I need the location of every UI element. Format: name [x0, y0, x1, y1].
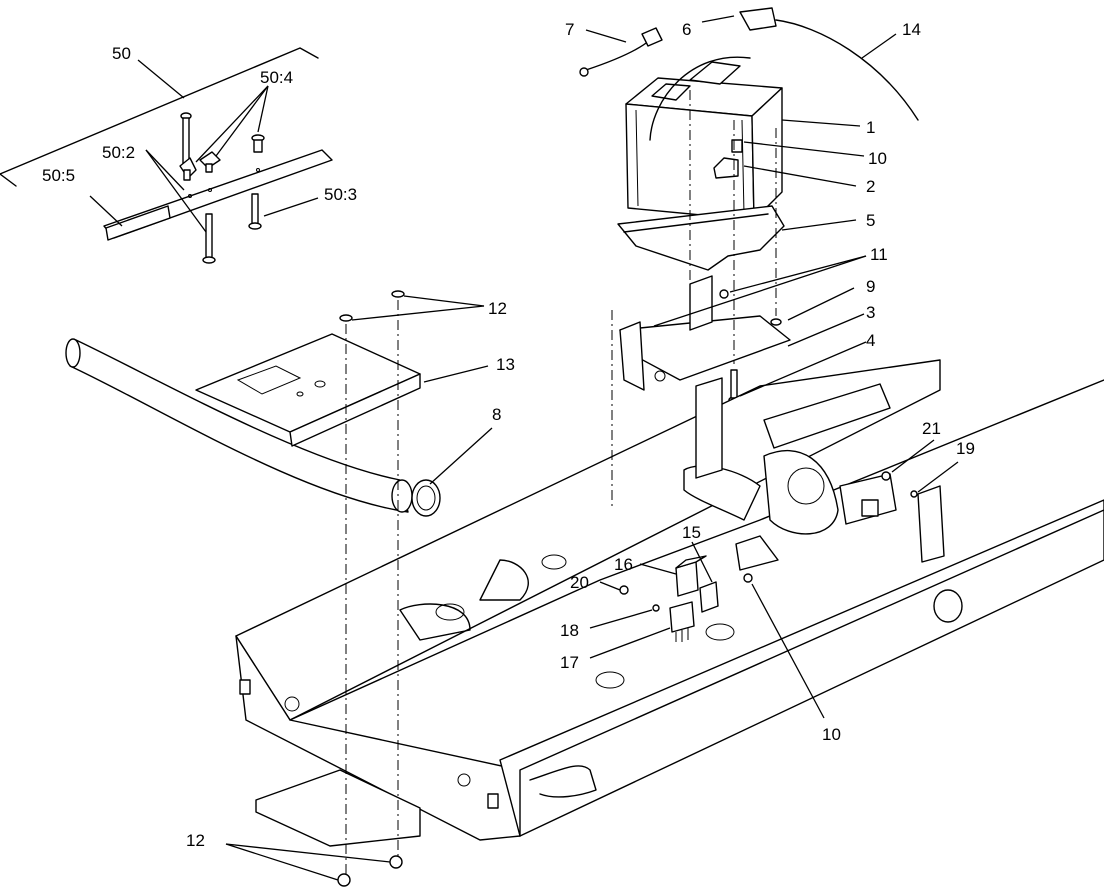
callout-14: 13 [496, 355, 515, 374]
callout-50-5: 50:5 [42, 166, 75, 185]
callout-19: 18 [560, 621, 579, 640]
hex-nuts-12 [337, 855, 403, 887]
callout-50-3: 50:3 [324, 185, 357, 204]
callout-10-top: 10 [868, 149, 887, 168]
battery-cable-negative [739, 7, 919, 121]
callout-3: 3 [866, 303, 875, 322]
battery-cable-positive [579, 27, 663, 77]
washer-nut-top [251, 134, 265, 153]
callout-labels: 50 50:4 50:2 50:5 50:3 7 6 14 1 10 2 5 1… [42, 20, 975, 850]
callout-4: 4 [866, 331, 875, 350]
callout-9: 9 [866, 277, 875, 296]
callout-21: 20 [570, 573, 589, 592]
callout-50: 50 [112, 44, 131, 63]
callout-2: 2 [866, 177, 875, 196]
battery-tray [617, 205, 785, 271]
callout-11: 11 [870, 245, 888, 264]
callout-8: 8 [492, 405, 501, 424]
callout-50-2: 50:2 [102, 143, 135, 162]
main-frame [235, 359, 1104, 847]
battery [625, 56, 783, 221]
callout-5: 5 [866, 211, 875, 230]
bumper-plate [195, 333, 421, 447]
callout-10-bottom: 10 [822, 725, 841, 744]
wing-nut-left [179, 157, 197, 181]
callout-18: 17 [560, 653, 579, 672]
bolt-lower-right [248, 193, 262, 230]
relay-assembly [619, 471, 918, 642]
callout-16: 15 [682, 523, 701, 542]
callout-50-4: 50:4 [260, 68, 293, 87]
kit-50-inset [0, 47, 333, 264]
centerlines [345, 90, 777, 876]
grip-tape-pad [105, 205, 171, 241]
callout-17: 16 [614, 555, 633, 574]
carriage-bolts [339, 290, 405, 322]
bumper-tube [65, 338, 413, 513]
wing-nut-right [199, 151, 221, 173]
end-cap [411, 479, 441, 517]
callout-1: 1 [866, 118, 875, 137]
callout-7: 7 [565, 20, 574, 39]
callout-20: 19 [956, 439, 975, 458]
leader-lines [89, 15, 959, 881]
callout-6: 6 [682, 20, 691, 39]
bolt-lower-left [202, 213, 216, 264]
callout-15: 14 [902, 20, 921, 39]
callout-12: 12 [186, 831, 205, 850]
callout-13: 12 [488, 299, 507, 318]
callout-22: 21 [922, 419, 941, 438]
